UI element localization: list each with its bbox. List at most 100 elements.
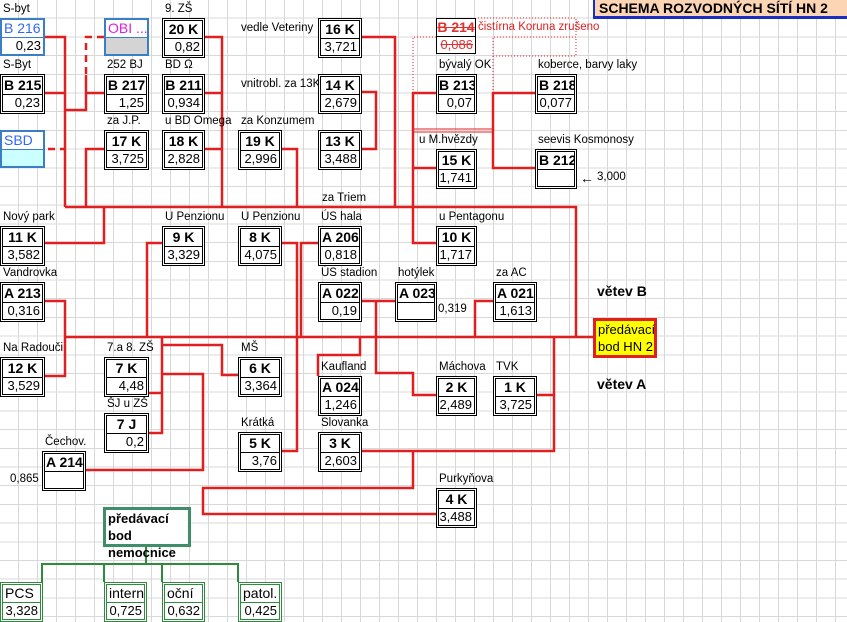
node-value: 1,717 bbox=[439, 247, 472, 262]
node-code: 20 K bbox=[165, 21, 202, 39]
node-code: 10 K bbox=[439, 229, 474, 247]
a214-value: 0,865 bbox=[10, 473, 39, 485]
node-value bbox=[398, 303, 434, 319]
node-label-b-212: seevis Kosmonosy bbox=[538, 134, 634, 146]
node-value: 3,529 bbox=[7, 378, 40, 393]
node-label-6-k: MŠ bbox=[241, 342, 259, 354]
node-label-17-k: za J.P. bbox=[107, 115, 141, 127]
node-code: A 021 bbox=[496, 285, 534, 303]
node-value: 2,996 bbox=[244, 151, 277, 166]
node-value: 3,76 bbox=[251, 453, 277, 468]
node-code: 17 K bbox=[107, 133, 146, 151]
node-value: 2,603 bbox=[324, 453, 357, 468]
node-code: 1 K bbox=[496, 379, 534, 397]
node-obi: OBI ... bbox=[104, 18, 149, 56]
schema-title: SCHEMA ROZVODNÝCH SÍTÍ HN 2 bbox=[593, 0, 847, 19]
node-label-3-k: Slovanka bbox=[321, 417, 369, 429]
node-code: B 215 bbox=[3, 77, 42, 95]
node-label-b-213: bývalý OK bbox=[439, 59, 492, 71]
node-code: 18 K bbox=[165, 133, 202, 151]
a023-value: 0,319 bbox=[438, 303, 467, 315]
node-value: 3,488 bbox=[439, 509, 472, 524]
node-label-11-k: Nový park bbox=[3, 211, 55, 223]
node-code: A 022 bbox=[321, 285, 359, 303]
node-value: 0,2 bbox=[125, 434, 144, 449]
vedle-veteriny-label: vedle Veteriny bbox=[241, 22, 314, 34]
branch-b-label: větev B bbox=[597, 283, 647, 299]
node-label-a-206: ÚS hala bbox=[321, 211, 362, 223]
node-value: 1,741 bbox=[439, 170, 472, 185]
node-value: 3,725 bbox=[499, 397, 532, 412]
node-code: 16 K bbox=[321, 21, 359, 39]
node-label-a-214: Čechov. bbox=[45, 436, 87, 448]
node-code: 3 K bbox=[321, 435, 359, 453]
node-code: B 217 bbox=[107, 77, 146, 95]
handover-hospital-line2: nemocnice bbox=[108, 545, 176, 560]
node-value bbox=[2, 150, 43, 166]
node-value: 0,23 bbox=[14, 95, 40, 110]
node-value: 1,246 bbox=[324, 397, 357, 412]
node-value: 0,725 bbox=[109, 603, 142, 618]
node-value: 1,613 bbox=[499, 303, 532, 318]
b212-value: 3,000 bbox=[597, 171, 626, 183]
node-code: B 218 bbox=[538, 77, 574, 95]
node-code: 13 K bbox=[321, 133, 359, 151]
node-code: A 024 bbox=[321, 379, 359, 397]
node-code: patol. bbox=[241, 585, 279, 603]
node-value: 3,488 bbox=[324, 151, 357, 166]
node-value: 3,725 bbox=[111, 151, 144, 166]
node-value: 0,425 bbox=[244, 603, 277, 618]
node-code: 8 K bbox=[241, 229, 279, 247]
node-value: 0,632 bbox=[167, 603, 200, 618]
node-value: 0,934 bbox=[167, 95, 200, 110]
node-code: A 214 bbox=[45, 454, 83, 472]
node-code: 11 K bbox=[3, 229, 42, 247]
node-label-b-211: BD Ω bbox=[165, 59, 193, 71]
node-code: OBI ... bbox=[106, 20, 147, 38]
node-code: 2 K bbox=[439, 379, 474, 397]
node-code: A 206 bbox=[321, 229, 359, 247]
handover-hn2-line1: předávací bbox=[598, 322, 656, 337]
node-label-19-k: za Konzumem bbox=[241, 115, 315, 127]
node-value: 3,329 bbox=[167, 247, 200, 262]
node-code: 5 K bbox=[241, 435, 279, 453]
node-value: 3,721 bbox=[324, 39, 357, 54]
branch-a-label: větev A bbox=[597, 376, 647, 392]
node-code: 4 K bbox=[439, 491, 474, 509]
green-wires bbox=[41, 546, 239, 582]
node-a-214: A 214 bbox=[42, 451, 86, 491]
node-b-212: B 212 bbox=[535, 149, 577, 189]
node-code: SBD bbox=[2, 132, 43, 150]
node-value: 0,077 bbox=[539, 95, 572, 110]
node-label-a-023: hotýlek bbox=[398, 267, 435, 279]
node-value: 2,679 bbox=[324, 95, 357, 110]
node-code: interna bbox=[107, 585, 144, 603]
node-label-9-k: U Penzionu bbox=[165, 211, 225, 223]
dotted-wires bbox=[412, 17, 577, 93]
node-code: 19 K bbox=[241, 133, 279, 151]
node-value: 4,075 bbox=[244, 247, 277, 262]
node-code: 14 K bbox=[321, 77, 359, 95]
node-label-7-j: ŠJ u ZŠ bbox=[107, 398, 148, 410]
node-label-20-k: 9. ZŠ bbox=[165, 3, 193, 15]
node-value: 3,328 bbox=[5, 603, 38, 618]
node-value: 0,82 bbox=[174, 39, 200, 54]
node-value: 3,582 bbox=[7, 247, 40, 262]
node-code: 15 K bbox=[439, 152, 474, 170]
